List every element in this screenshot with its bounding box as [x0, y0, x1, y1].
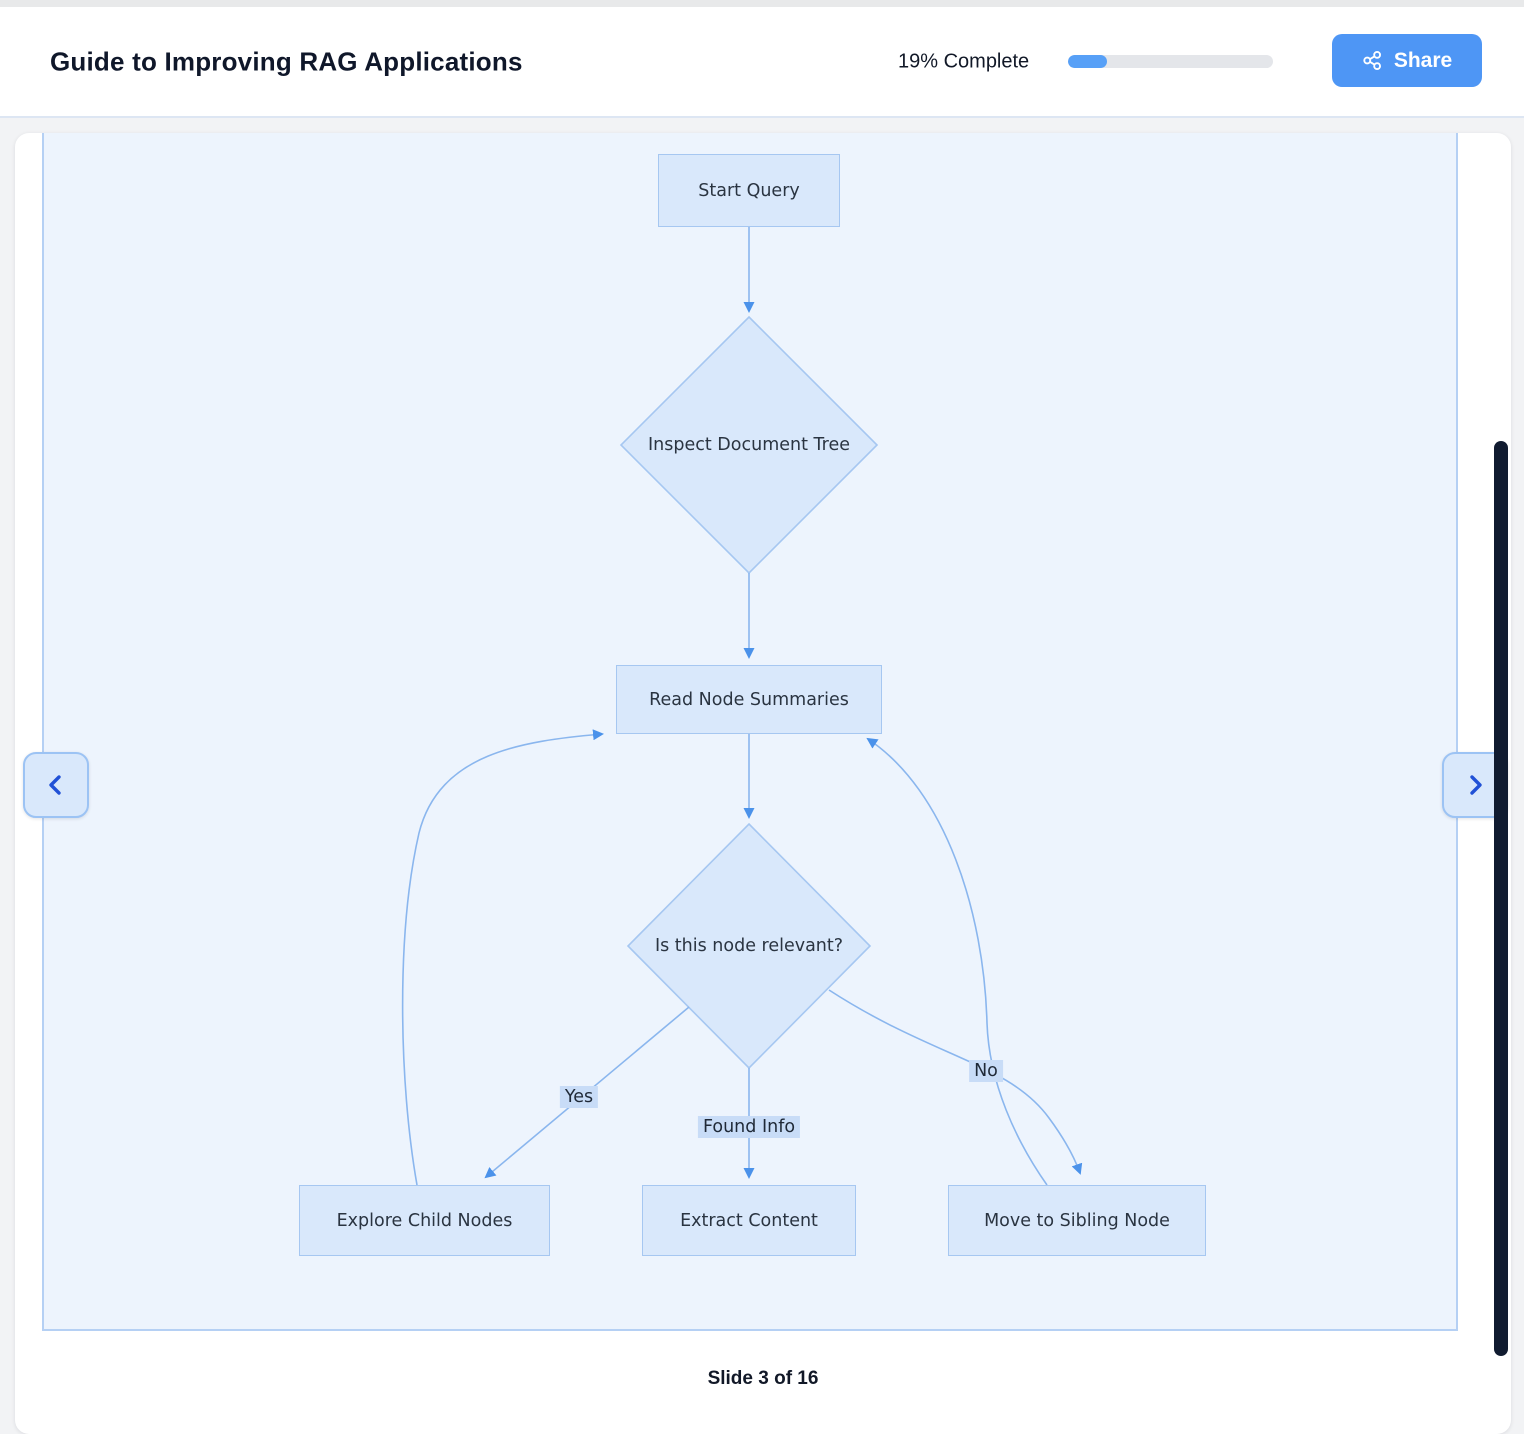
node-read-summaries-label: Read Node Summaries: [649, 689, 849, 710]
node-extract-content-label: Extract Content: [680, 1210, 818, 1231]
node-explore-children: Explore Child Nodes: [299, 1185, 550, 1256]
share-button[interactable]: Share: [1332, 34, 1482, 87]
progress-bar-fill: [1068, 55, 1107, 68]
edge-label-found-info: Found Info: [697, 1116, 801, 1138]
flowchart-canvas: Start Query Read Node Summaries Explore …: [42, 133, 1458, 1331]
edge-label-no: No: [969, 1060, 1003, 1082]
edge-sibling-read-loop: [866, 737, 1048, 1186]
chevron-right-icon: [1460, 770, 1490, 800]
node-start-query-label: Start Query: [698, 180, 800, 201]
chevron-left-icon: [41, 770, 71, 800]
page-title: Guide to Improving RAG Applications: [50, 46, 523, 76]
progress-bar: [1068, 55, 1273, 68]
node-inspect-label: Inspect Document Tree: [648, 435, 850, 455]
node-relevant-label: Is this node relevant?: [654, 936, 844, 956]
node-start-query: Start Query: [658, 154, 840, 227]
slide-indicator: Slide 3 of 16: [707, 1368, 819, 1389]
progress-label: 19% Complete: [898, 50, 1030, 72]
share-icon: [1362, 50, 1383, 71]
share-button-label: Share: [1393, 48, 1453, 72]
edge-label-yes: Yes: [559, 1086, 599, 1108]
node-extract-content: Extract Content: [642, 1185, 856, 1256]
node-move-sibling: Move to Sibling Node: [948, 1185, 1206, 1256]
node-explore-children-label: Explore Child Nodes: [336, 1210, 513, 1231]
window-top-strip: [0, 0, 1524, 7]
node-move-sibling-label: Move to Sibling Node: [984, 1210, 1170, 1231]
prev-slide-button[interactable]: [23, 752, 89, 818]
app-header: Guide to Improving RAG Applications 19% …: [0, 7, 1524, 118]
edge-explore-read-loop: [401, 729, 604, 1186]
node-read-summaries: Read Node Summaries: [616, 665, 882, 734]
flowchart-edges: [401, 227, 1083, 1186]
edge-relevant-sibling: [828, 989, 1083, 1175]
vertical-scrollbar-thumb[interactable]: [1494, 441, 1508, 1356]
